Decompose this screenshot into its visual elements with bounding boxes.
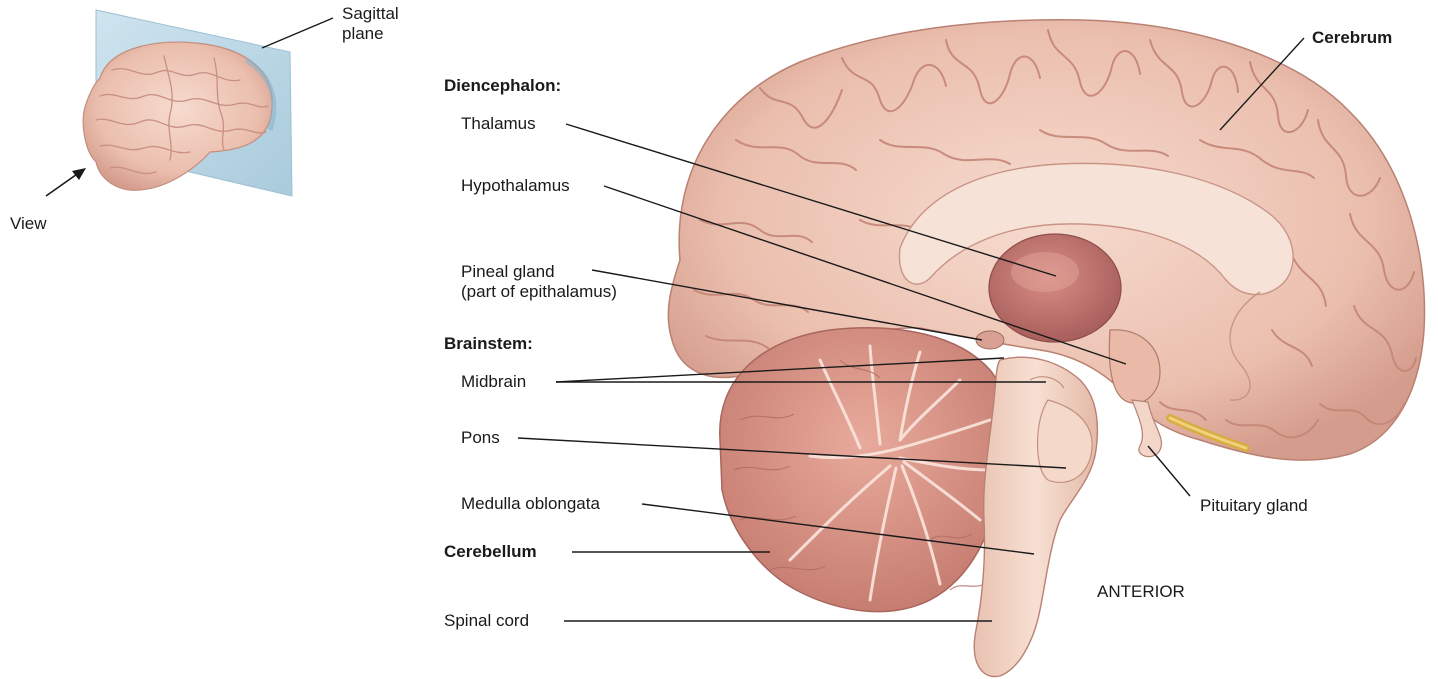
label-pons: Pons: [461, 428, 500, 448]
label-midbrain: Midbrain: [461, 372, 526, 392]
label-thalamus: Thalamus: [461, 114, 536, 134]
sagittal-plane-label-line1: Sagittal: [342, 4, 399, 24]
heading-diencephalon: Diencephalon:: [444, 76, 561, 96]
label-cerebrum: Cerebrum: [1312, 28, 1392, 48]
label-pineal-line2: (part of epithalamus): [461, 282, 617, 302]
heading-brainstem: Brainstem:: [444, 334, 533, 354]
view-arrow-icon: [46, 168, 86, 196]
label-medulla-oblongata: Medulla oblongata: [461, 494, 600, 514]
label-pineal-gland: Pineal gland (part of epithalamus): [461, 262, 617, 302]
inset-plane-leader: [262, 18, 333, 48]
sagittal-plane-label: Sagittal plane: [342, 4, 399, 44]
view-label: View: [10, 214, 47, 234]
label-anterior: ANTERIOR: [1097, 582, 1185, 602]
leader-pituitary: [1148, 446, 1190, 496]
sagittal-plane-label-line2: plane: [342, 24, 399, 44]
label-cerebellum: Cerebellum: [444, 542, 537, 562]
label-pineal-line1: Pineal gland: [461, 262, 617, 282]
label-hypothalamus: Hypothalamus: [461, 176, 570, 196]
label-spinal-cord: Spinal cord: [444, 611, 529, 631]
label-pituitary-gland: Pituitary gland: [1200, 496, 1308, 516]
thalamus-shape: [989, 234, 1121, 342]
